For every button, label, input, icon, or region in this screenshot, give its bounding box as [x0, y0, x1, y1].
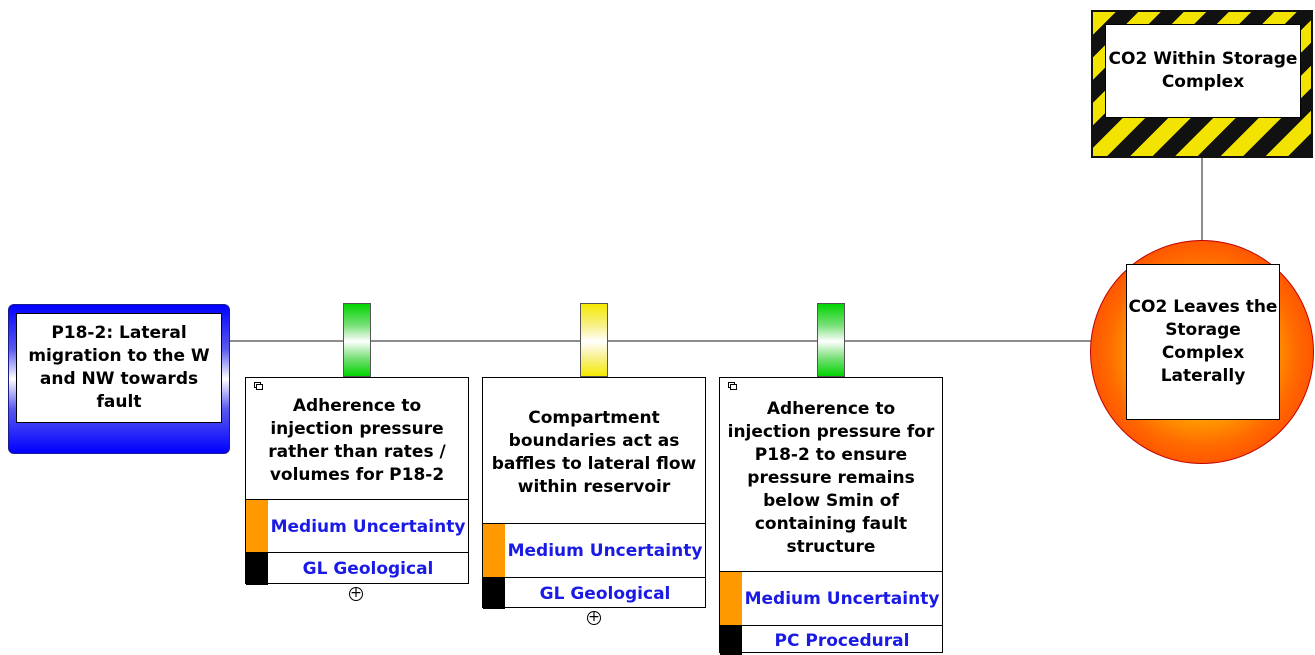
barrier-3-effectiveness-row[interactable]: Medium Uncertainty — [720, 571, 942, 626]
barrier-3-type: PC Procedural — [774, 630, 910, 651]
barrier-2-effectiveness: Medium Uncertainty — [507, 541, 703, 561]
barrier-3-effectiveness: Medium Uncertainty — [744, 589, 940, 609]
barrier-1-effectiveness-row[interactable]: Medium Uncertainty — [246, 499, 468, 553]
barrier-1-effectiveness-tab[interactable] — [343, 303, 371, 377]
hazard-box[interactable]: CO2 Within Storage Complex — [1091, 10, 1313, 158]
type-swatch — [483, 578, 505, 609]
effectiveness-swatch — [246, 500, 268, 553]
barrier-2-type-row[interactable]: GL Geological — [483, 577, 705, 609]
barrier-2-title: Compartment boundaries act as baffles to… — [491, 407, 697, 497]
barrier-1-card[interactable]: Adherence to injection pressure rather t… — [245, 377, 469, 585]
hazard-connector-line — [1201, 158, 1203, 242]
barrier-3-effectiveness-tab[interactable] — [817, 303, 845, 377]
barrier-2-type: GL Geological — [539, 583, 671, 604]
top-event-label: CO2 Leaves the Storage Complex Laterally — [1126, 264, 1280, 420]
barrier-1-title: Adherence to injection pressure rather t… — [268, 395, 446, 485]
type-swatch — [246, 553, 268, 585]
expand-icon[interactable]: + — [587, 609, 601, 625]
copy-icon — [728, 382, 737, 390]
hazard-label: CO2 Within Storage Complex — [1105, 24, 1301, 118]
barrier-1-type: GL Geological — [302, 559, 434, 579]
type-swatch — [720, 626, 742, 655]
threat-label: P18-2: Lateral migration to the W and NW… — [16, 313, 222, 423]
barrier-2-effectiveness-row[interactable]: Medium Uncertainty — [483, 523, 705, 578]
barrier-2-effectiveness-tab[interactable] — [580, 303, 608, 377]
barrier-2-card[interactable]: Compartment boundaries act as baffles to… — [482, 377, 706, 609]
top-event-circle[interactable]: CO2 Leaves the Storage Complex Laterally — [1090, 240, 1314, 464]
expand-icon[interactable]: + — [349, 585, 363, 601]
main-pathway-line — [230, 340, 1092, 342]
effectiveness-swatch — [720, 572, 742, 626]
effectiveness-swatch — [483, 524, 505, 578]
barrier-1-type-row[interactable]: GL Geological — [246, 552, 468, 585]
barrier-1-effectiveness: Medium Uncertainty — [270, 516, 466, 537]
barrier-3-title: Adherence to injection pressure for P18-… — [727, 398, 935, 557]
copy-icon — [254, 382, 263, 390]
barrier-3-type-row[interactable]: PC Procedural — [720, 625, 942, 655]
threat-box[interactable]: P18-2: Lateral migration to the W and NW… — [8, 304, 230, 454]
barrier-3-card[interactable]: Adherence to injection pressure for P18-… — [719, 377, 943, 655]
